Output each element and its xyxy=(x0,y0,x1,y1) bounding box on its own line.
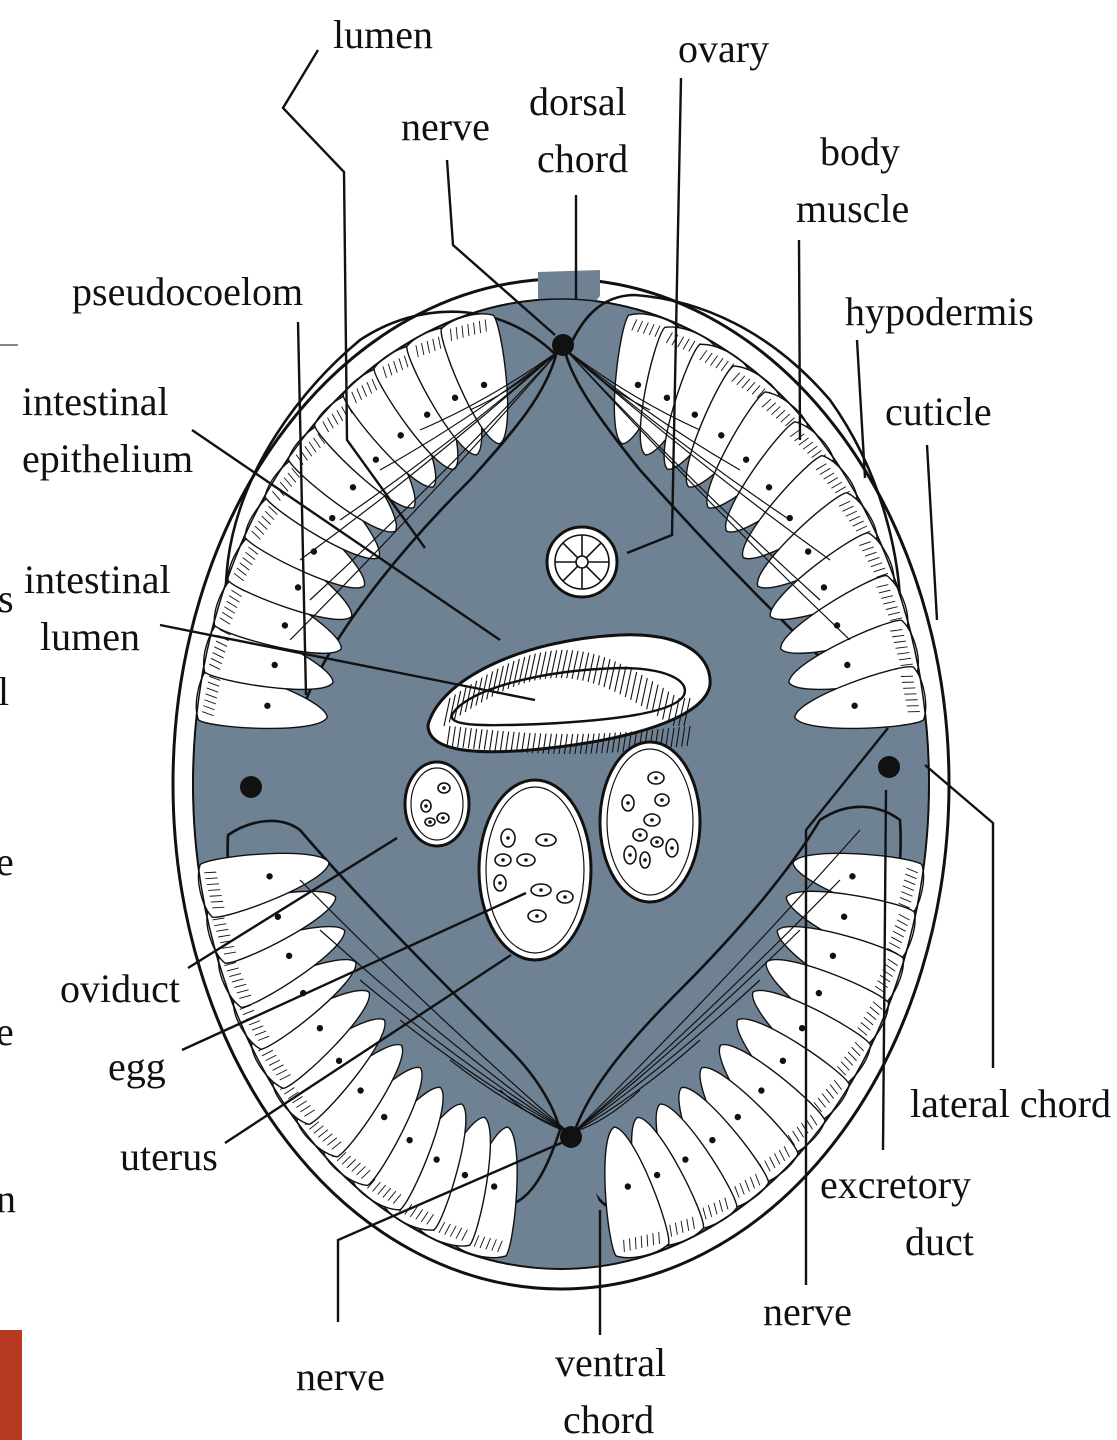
egg-uterus2-eggs-3 xyxy=(644,814,660,826)
label-intestinal-epithelium-line1: intestinal xyxy=(22,379,169,424)
leader-cuticle xyxy=(927,445,937,620)
excretory-duct-dot xyxy=(878,756,900,778)
egg-oviduct-eggs-1 xyxy=(421,800,431,812)
edge-letter-4: e xyxy=(0,1009,14,1054)
edge-letter-5: n xyxy=(0,1176,16,1221)
label-oviduct: oviduct xyxy=(60,966,180,1011)
edge-letter-2: l xyxy=(0,669,9,714)
edge-letter-3: e xyxy=(0,839,14,884)
ovary xyxy=(547,527,617,597)
label-dorsal-chord-line2: chord xyxy=(537,136,628,181)
egg-uterus2-eggs-0 xyxy=(648,772,664,784)
label-lumen: lumen xyxy=(333,12,433,57)
label-intestinal-lumen-line1: intestinal xyxy=(24,557,171,602)
egg-uterus-eggs-0 xyxy=(501,829,515,847)
egg-uterus2-eggs-4 xyxy=(633,829,647,841)
label-lateral-chord: lateral chord xyxy=(910,1081,1111,1126)
label-cuticle: cuticle xyxy=(885,389,992,434)
label-nerve-ventral: nerve xyxy=(296,1354,385,1399)
egg-uterus-eggs-6 xyxy=(528,910,546,922)
oviduct-section xyxy=(405,762,469,846)
label-pseudocoelom: pseudocoelom xyxy=(72,269,303,314)
egg-uterus2-eggs-5 xyxy=(651,837,663,847)
egg-oviduct-eggs-0 xyxy=(438,783,450,793)
egg-uterus-eggs-1 xyxy=(536,834,556,846)
label-excretory-duct-line1: excretory xyxy=(820,1162,971,1207)
egg-oviduct-eggs-3 xyxy=(425,818,435,826)
egg-uterus2-eggs-7 xyxy=(640,852,650,868)
egg-uterus-eggs-2 xyxy=(495,854,511,866)
label-ventral-chord-line2: chord xyxy=(563,1397,654,1440)
label-egg: egg xyxy=(108,1044,166,1089)
egg-uterus2-eggs-2 xyxy=(655,794,669,806)
dorsal-nerve-dot xyxy=(552,334,574,356)
uterus-section-center xyxy=(479,780,591,960)
ventral-nerve-dot xyxy=(560,1126,582,1148)
label-intestinal-lumen-line2: lumen xyxy=(40,614,140,659)
uterus-section-right xyxy=(600,742,700,902)
egg-uterus2-eggs-1 xyxy=(622,795,634,811)
leader-body-muscle xyxy=(799,240,800,440)
egg-uterus-eggs-4 xyxy=(531,884,551,896)
label-hypodermis: hypodermis xyxy=(845,289,1034,334)
egg-uterus-eggs-5 xyxy=(557,891,573,903)
label-ovary: ovary xyxy=(678,26,769,71)
egg-uterus2-eggs-8 xyxy=(666,839,678,857)
label-nerve-lateral: nerve xyxy=(763,1289,852,1334)
edge-letter-1: s xyxy=(0,576,14,621)
egg-uterus-eggs-3 xyxy=(517,854,535,866)
label-excretory-duct-line2: duct xyxy=(905,1219,974,1264)
left-lateral-nerve-dot xyxy=(240,776,262,798)
label-intestinal-epithelium-line2: epithelium xyxy=(22,436,193,481)
label-ventral-chord-line1: ventral xyxy=(555,1340,666,1385)
slide-accent-bar xyxy=(0,1330,22,1440)
label-body-muscle-line1: body xyxy=(820,129,900,174)
egg-uterus-eggs-7 xyxy=(494,875,506,891)
label-dorsal-chord-line1: dorsal xyxy=(529,79,627,124)
egg-oviduct-eggs-2 xyxy=(437,813,449,823)
egg-uterus2-eggs-6 xyxy=(624,846,636,864)
label-uterus: uterus xyxy=(120,1134,218,1179)
label-body-muscle-line2: muscle xyxy=(796,186,909,231)
label-nerve-dorsal: nerve xyxy=(401,104,490,149)
